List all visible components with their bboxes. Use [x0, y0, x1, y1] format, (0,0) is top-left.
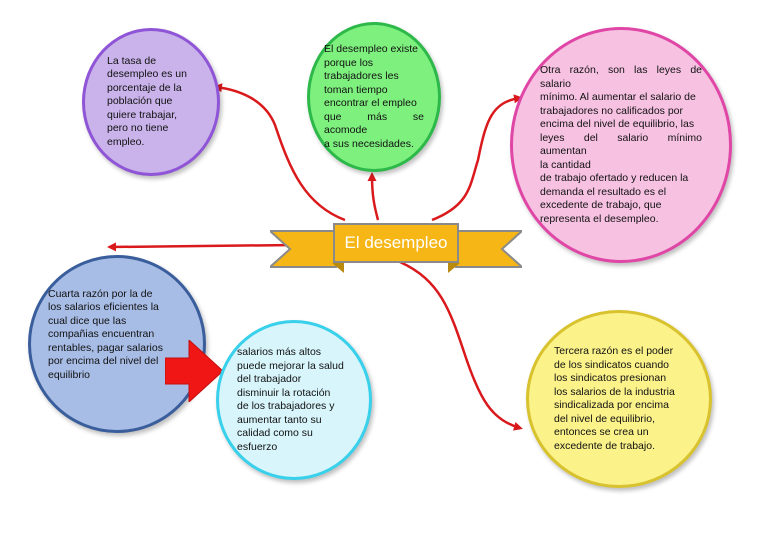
central-topic: El desempleo: [333, 223, 459, 263]
connector-to-tasa: [213, 83, 346, 222]
node-salarios-altos: salarios más altos puede mejorar la salu…: [216, 320, 372, 480]
node-tasa: La tasa de desempleo es un porcentaje de…: [82, 28, 220, 176]
node-tasa-text: La tasa de desempleo es un porcentaje de…: [107, 54, 187, 148]
node-salario-minimo: Otra razón, son las leyes de salario mín…: [510, 27, 732, 263]
big-arrow-icon: [165, 340, 224, 402]
central-topic-title: El desempleo: [344, 233, 448, 252]
connector-to-sindicatos: [399, 260, 523, 431]
node-salarios-eficientes: Cuarta razón por la de los salarios efic…: [28, 255, 206, 433]
node-existe: El desempleo existe porque los trabajado…: [307, 22, 441, 172]
node-salario-minimo-text: Otra razón, son las leyes de salario mín…: [540, 64, 702, 225]
node-sindicatos-text: Tercera razón es el poder de los sindica…: [554, 345, 675, 452]
connector-to-existe: [367, 172, 380, 221]
node-existe-text: El desempleo existe porque los trabajado…: [324, 43, 424, 150]
connector-to-salario-minimo: [431, 94, 523, 222]
connector-to-salarios-eficientes: [107, 242, 296, 252]
node-salarios-eficientes-text: Cuarta razón por la de los salarios efic…: [48, 287, 163, 381]
node-salarios-altos-text: salarios más altos puede mejorar la salu…: [237, 346, 344, 453]
node-sindicatos: Tercera razón es el poder de los sindica…: [526, 310, 712, 488]
title-banner-ribbon: [270, 230, 522, 273]
